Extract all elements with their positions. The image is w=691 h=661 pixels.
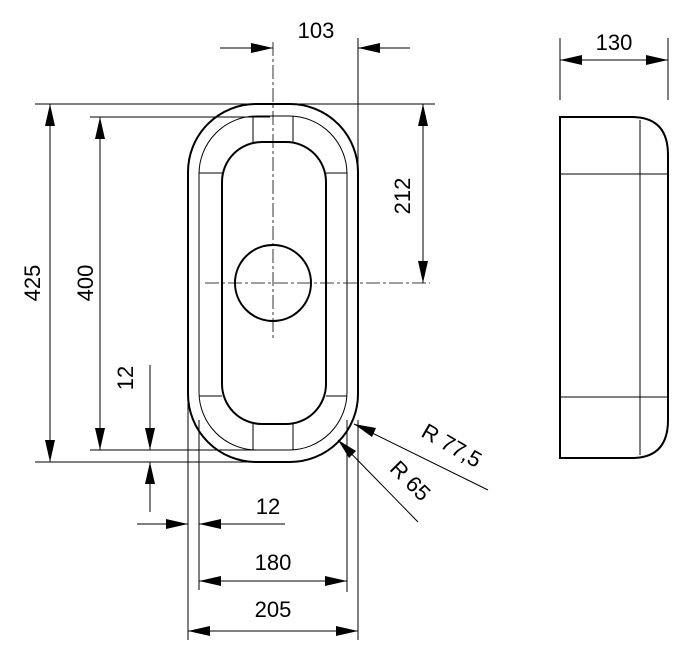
dim-212: 212 xyxy=(390,104,428,283)
label-180: 180 xyxy=(255,550,292,575)
dim-103: 103 xyxy=(220,18,410,53)
side-profile xyxy=(559,116,669,459)
label-12-vertical: 12 xyxy=(113,366,138,390)
label-12-horizontal: 12 xyxy=(256,494,280,519)
label-r-77-5: R 77,5 xyxy=(417,418,486,472)
label-425: 425 xyxy=(20,265,45,302)
label-r-65: R 65 xyxy=(385,455,436,506)
dim-r-65: R 65 xyxy=(337,439,436,523)
label-205: 205 xyxy=(255,597,292,622)
label-130: 130 xyxy=(596,30,633,55)
extension-lines xyxy=(35,38,669,640)
dim-12-vertical: 12 xyxy=(113,365,155,512)
sink-side-view xyxy=(559,116,669,459)
dim-425: 425 xyxy=(20,104,55,462)
label-212: 212 xyxy=(390,178,415,215)
dim-180: 180 xyxy=(199,550,347,586)
dim-12-horizontal: 12 xyxy=(137,494,285,529)
dim-400: 400 xyxy=(73,117,105,450)
dim-130: 130 xyxy=(560,30,668,65)
dim-205: 205 xyxy=(188,597,358,636)
label-400: 400 xyxy=(73,265,98,302)
sink-top-view xyxy=(187,42,430,463)
label-103: 103 xyxy=(298,18,335,43)
